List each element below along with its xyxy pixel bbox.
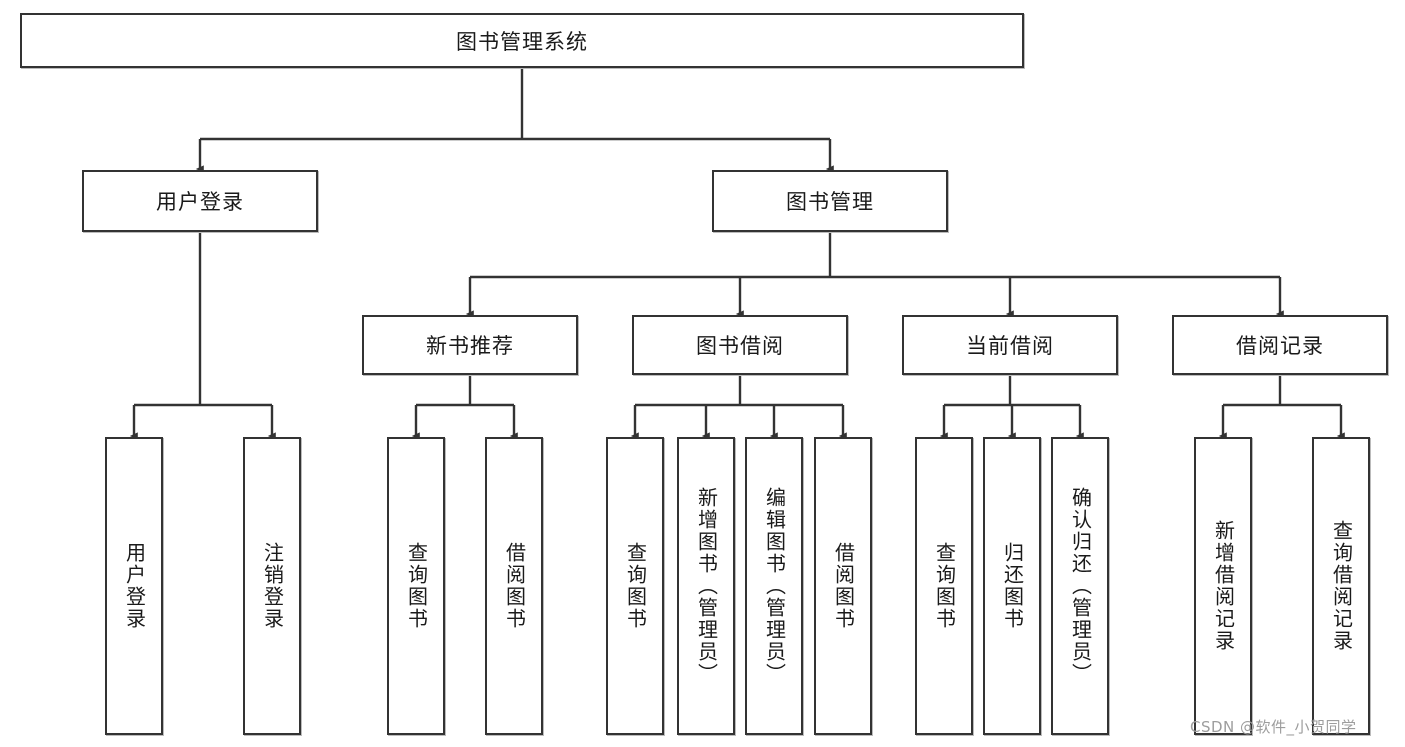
node-label: 借阅图书 (502, 542, 527, 630)
node-n1: 查询图书 (387, 437, 445, 735)
node-b1: 查询图书 (606, 437, 664, 735)
node-bookmgmt: 图书管理 (712, 170, 948, 232)
node-root: 图书管理系统 (20, 13, 1024, 68)
node-records: 借阅记录 (1172, 315, 1388, 375)
node-l1: 用户登录 (105, 437, 163, 735)
node-b3: 编辑图书（管理员） (745, 437, 803, 735)
node-b4: 借阅图书 (814, 437, 872, 735)
node-l2: 注销登录 (243, 437, 301, 735)
node-label: 图书管理 (786, 190, 874, 214)
node-label: 查询图书 (932, 542, 957, 630)
node-label: 图书管理系统 (456, 29, 588, 54)
node-label: 归还图书 (1000, 542, 1025, 630)
node-c2: 归还图书 (983, 437, 1041, 735)
node-r2: 查询借阅记录 (1312, 437, 1370, 735)
node-label: 确认归还（管理员） (1068, 487, 1093, 685)
node-newbooks: 新书推荐 (362, 315, 578, 375)
node-n2: 借阅图书 (485, 437, 543, 735)
node-label: 注销登录 (260, 542, 285, 630)
node-current: 当前借阅 (902, 315, 1118, 375)
node-label: 用户登录 (156, 190, 244, 214)
node-label: 用户登录 (122, 542, 147, 630)
node-c3: 确认归还（管理员） (1051, 437, 1109, 735)
node-label: 查询借阅记录 (1329, 520, 1354, 652)
node-label: 新增借阅记录 (1211, 520, 1236, 652)
node-label: 新书推荐 (426, 334, 514, 358)
node-label: 当前借阅 (966, 334, 1054, 358)
node-r1: 新增借阅记录 (1194, 437, 1252, 735)
node-label: 查询图书 (623, 542, 648, 630)
node-borrow: 图书借阅 (632, 315, 848, 375)
node-label: 图书借阅 (696, 334, 784, 358)
node-label: 借阅图书 (831, 542, 856, 630)
node-label: 新增图书（管理员） (694, 487, 719, 685)
node-login: 用户登录 (82, 170, 318, 232)
watermark-text: CSDN @软件_小贺同学 (1190, 718, 1357, 736)
node-c1: 查询图书 (915, 437, 973, 735)
node-label: 查询图书 (404, 542, 429, 630)
node-label: 借阅记录 (1236, 334, 1324, 358)
node-b2: 新增图书（管理员） (677, 437, 735, 735)
node-label: 编辑图书（管理员） (762, 487, 787, 685)
